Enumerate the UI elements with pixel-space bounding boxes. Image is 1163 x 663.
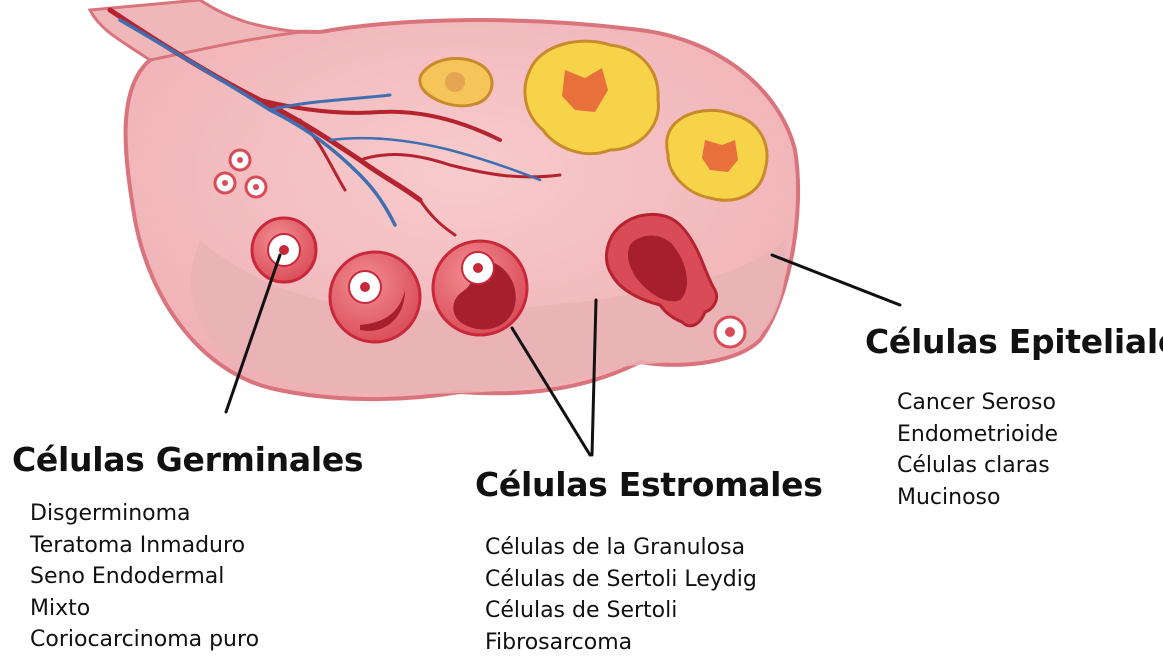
graafian-follicle xyxy=(433,241,527,335)
list-item: Células de la Granulosa xyxy=(485,532,757,564)
list-item: Teratoma Inmaduro xyxy=(30,530,259,562)
list-item: Mucinoso xyxy=(897,482,1058,514)
germinal-cells-heading: Células Germinales xyxy=(12,440,363,479)
list-item: Seno Endodermal xyxy=(30,561,259,593)
released-oocyte xyxy=(715,317,745,347)
stromal-tumor-list: Células de la Granulosa Células de Serto… xyxy=(485,532,757,658)
list-item: Cancer Seroso xyxy=(897,387,1058,419)
list-item: Mixto xyxy=(30,593,259,625)
list-item: Endometrioide xyxy=(897,419,1058,451)
list-item: Células claras xyxy=(897,450,1058,482)
primary-follicle xyxy=(252,218,316,282)
list-item: Fibrosarcoma xyxy=(485,627,757,659)
epithelial-leader-line xyxy=(772,255,900,305)
epithelial-tumor-list: Cancer Seroso Endometrioide Células clar… xyxy=(897,387,1058,513)
germinal-tumor-list: Disgerminoma Teratoma Inmaduro Seno Endo… xyxy=(30,498,259,656)
list-item: Disgerminoma xyxy=(30,498,259,530)
list-item: Células de Sertoli xyxy=(485,595,757,627)
secondary-follicle xyxy=(330,252,420,342)
list-item: Coriocarcinoma puro xyxy=(30,624,259,656)
list-item: Células de Sertoli Leydig xyxy=(485,564,757,596)
stromal-cells-heading: Células Estromales xyxy=(475,465,823,504)
epithelial-cells-heading: Células Epiteliales xyxy=(865,322,1163,361)
